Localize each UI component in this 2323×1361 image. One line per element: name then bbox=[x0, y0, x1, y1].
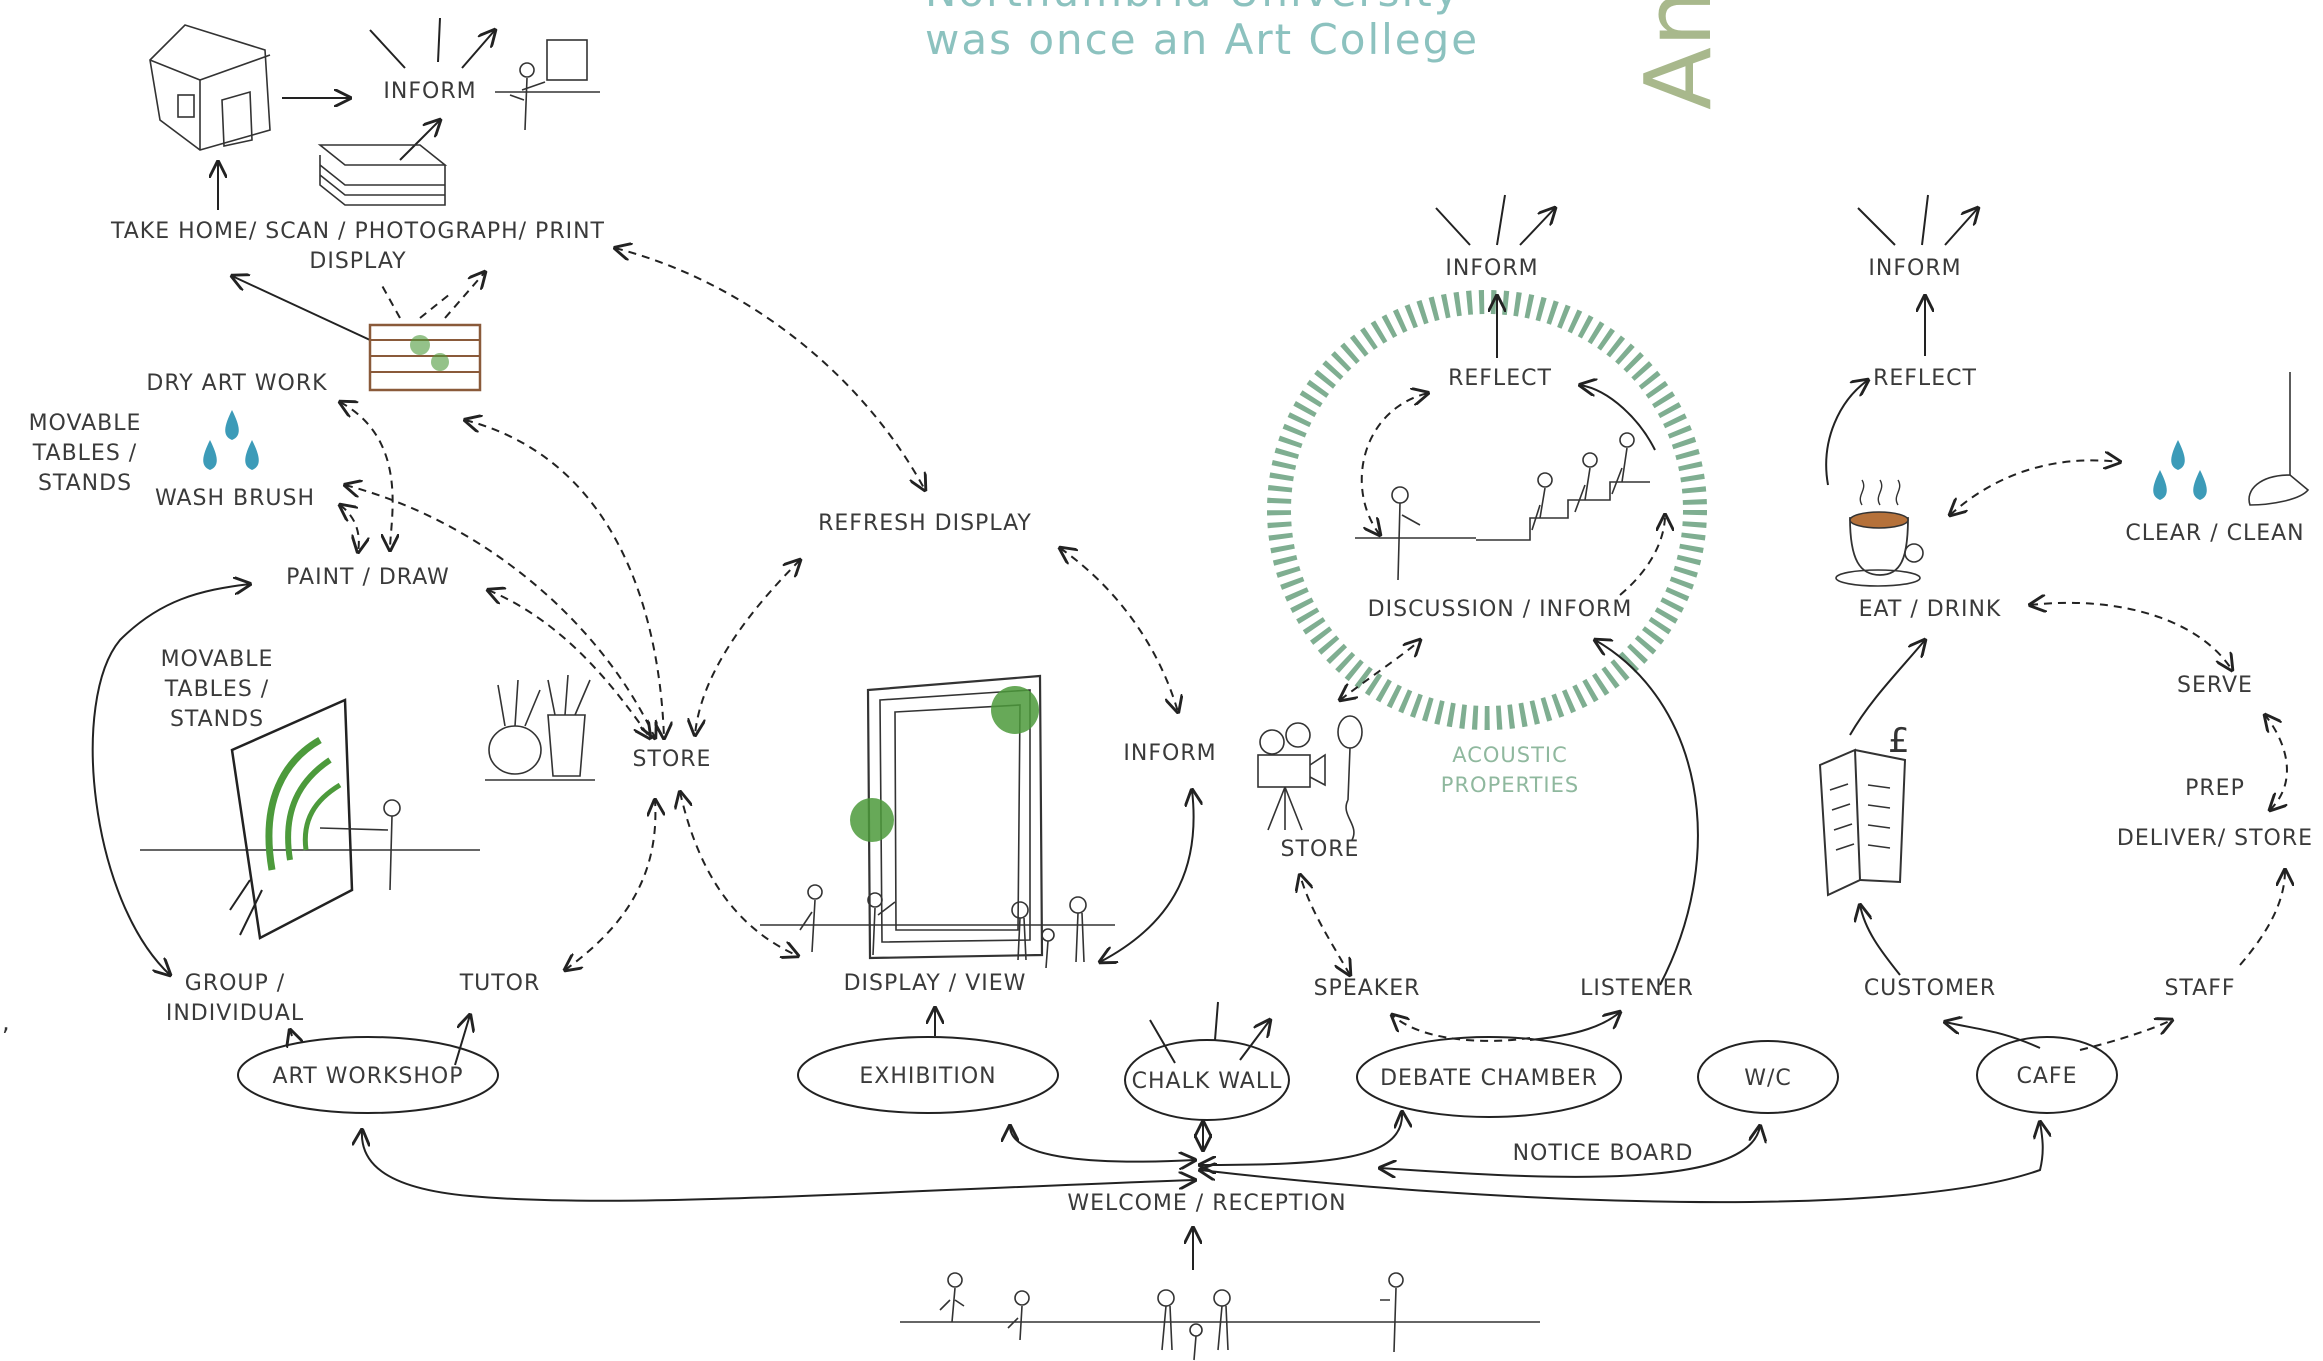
art-workshop-connectors bbox=[91, 18, 925, 1066]
reflect-debate-label: REFLECT bbox=[1448, 366, 1552, 391]
easel-painting-icon bbox=[140, 698, 480, 940]
header-side-word: An bbox=[1625, 0, 1732, 110]
exhibition-connectors bbox=[680, 548, 1194, 1036]
cafe-node[interactable] bbox=[1976, 1036, 2118, 1114]
cafe-label: CAFE bbox=[2017, 1064, 2078, 1089]
dry-art-work-label: DRY ART WORK bbox=[146, 371, 327, 396]
wash-brush-label: WASH BRUSH bbox=[155, 486, 315, 511]
mop-icon bbox=[2248, 372, 2310, 506]
take-home-label: TAKE HOME/ SCAN / PHOTOGRAPH/ PRINT bbox=[110, 219, 605, 244]
inform-debate-label: INFORM bbox=[1445, 256, 1538, 281]
display-label: DISPLAY bbox=[309, 249, 406, 274]
notice-board-label: NOTICE BOARD bbox=[1513, 1141, 1694, 1166]
store-left-label: STORE bbox=[633, 747, 712, 772]
movable-mid-label-1: MOVABLE bbox=[161, 647, 274, 672]
serve-label: SERVE bbox=[2177, 673, 2253, 698]
discussion-inform-label: DISCUSSION / INFORM bbox=[1368, 597, 1633, 622]
display-view-label: DISPLAY / VIEW bbox=[844, 971, 1027, 996]
display-frame-icon bbox=[760, 674, 1115, 969]
person-at-board-icon bbox=[495, 39, 600, 131]
audience-steps-icon bbox=[1355, 432, 1650, 581]
debate-connectors bbox=[1300, 195, 1699, 1042]
art-workshop-label: ART WORKSHOP bbox=[272, 1064, 463, 1089]
drying-rack-icon bbox=[368, 323, 482, 392]
cafe-connectors bbox=[1825, 195, 2287, 1051]
pound-sign: £ bbox=[1888, 721, 1910, 761]
coffee-cup-icon bbox=[1835, 479, 1924, 587]
staff-label: STAFF bbox=[2164, 976, 2235, 1001]
acoustic-label-2: PROPERTIES bbox=[1441, 773, 1579, 797]
deliver-store-label: DELIVER/ STORE bbox=[2117, 826, 2313, 851]
inform-cafe-label: INFORM bbox=[1868, 256, 1961, 281]
exhibition-node[interactable] bbox=[797, 1036, 1059, 1114]
stray-comma: , bbox=[2, 1008, 10, 1036]
paint-draw-label: PAINT / DRAW bbox=[286, 565, 450, 590]
chalk-wall-label: CHALK WALL bbox=[1132, 1069, 1283, 1094]
prep-label: PREP bbox=[2185, 776, 2245, 801]
store-debate-label: STORE bbox=[1281, 837, 1360, 862]
movable-mid-label-3: STANDS bbox=[170, 707, 264, 732]
wc-node[interactable] bbox=[1697, 1040, 1839, 1114]
clear-clean-label: CLEAR / CLEAN bbox=[2125, 521, 2304, 546]
menu-card-icon bbox=[1818, 748, 1907, 897]
welcome-reception-label: WELCOME / RECEPTION bbox=[1067, 1191, 1346, 1216]
water-drops-icon bbox=[2153, 440, 2207, 500]
listener-label: LISTENER bbox=[1580, 976, 1694, 1001]
debate-chamber-node[interactable] bbox=[1356, 1036, 1622, 1118]
wc-label: W/C bbox=[1744, 1066, 1792, 1091]
refresh-display-label: REFRESH DISPLAY bbox=[818, 511, 1032, 536]
art-workshop-node[interactable] bbox=[237, 1036, 499, 1114]
movable-left-label-3: STANDS bbox=[38, 471, 132, 496]
house-icon bbox=[149, 24, 271, 151]
camera-icon bbox=[1257, 722, 1326, 831]
group-individual-label-2: INDIVIDUAL bbox=[166, 1001, 304, 1026]
movable-left-label-2: TABLES / bbox=[32, 441, 137, 466]
tutor-label: TUTOR bbox=[459, 971, 541, 996]
reception-connectors bbox=[362, 1002, 2043, 1270]
people-group-icon bbox=[900, 1272, 1540, 1361]
acoustic-ring bbox=[1267, 290, 1707, 730]
debate-chamber-label: DEBATE CHAMBER bbox=[1380, 1066, 1598, 1091]
movable-left-label-1: MOVABLE bbox=[29, 411, 142, 436]
plant-pots-icon bbox=[485, 674, 595, 781]
eat-drink-label: EAT / DRINK bbox=[1859, 597, 2002, 622]
customer-label: CUSTOMER bbox=[1864, 976, 1996, 1001]
exhibition-label: EXHIBITION bbox=[859, 1064, 996, 1089]
reflect-cafe-label: REFLECT bbox=[1873, 366, 1977, 391]
movable-mid-label-2: TABLES / bbox=[164, 677, 269, 702]
inform-top-left-label: INFORM bbox=[383, 79, 476, 104]
header-line-2: was once an Art College bbox=[925, 15, 1479, 64]
microphone-icon bbox=[1337, 715, 1363, 841]
acoustic-label-1: ACOUSTIC bbox=[1452, 743, 1568, 767]
inform-mid-label: INFORM bbox=[1123, 741, 1216, 766]
paper-stack-icon bbox=[317, 144, 448, 206]
header-line-1: Northumbria University bbox=[925, 0, 1461, 16]
group-individual-label-1: GROUP / bbox=[185, 971, 285, 996]
speaker-label: SPEAKER bbox=[1314, 976, 1421, 1001]
water-drops-icon bbox=[203, 410, 259, 470]
